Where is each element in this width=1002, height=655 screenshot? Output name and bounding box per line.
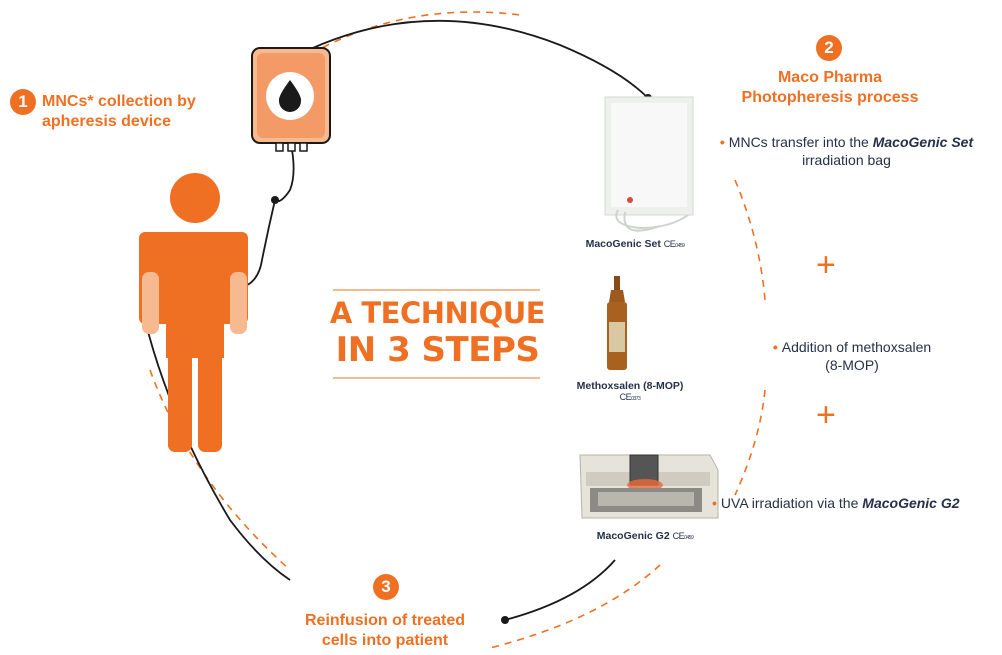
caption-methoxsalen: Methoxsalen (8-MOP) CE0373 — [560, 380, 700, 402]
tube-bag-to-set — [287, 19, 649, 99]
step-3-title: Reinfusion of treated cells into patient — [270, 611, 500, 651]
caption-methoxsalen-name: Methoxsalen (8-MOP) — [576, 380, 684, 392]
ce-mark: CE — [663, 239, 676, 249]
step-2-bullet-uva: •UVA irradiation via the MacoGenic G2 — [712, 495, 960, 511]
ce-mark: CE — [672, 531, 685, 541]
cycle-arc-bottom-right — [489, 564, 661, 649]
step-1-title-line2: apheresis device — [42, 113, 171, 130]
step-2-badge: 2 — [816, 35, 842, 61]
caption-g2-name: MacoGenic G2 — [596, 530, 670, 542]
plus-sign-1: + — [816, 246, 836, 284]
patient-figure-icon — [139, 173, 248, 452]
center-title-line1: A TECHNIQUE — [329, 296, 546, 330]
cycle-arc-right-1 — [734, 179, 766, 301]
tube-arm-to-reinfusion — [144, 319, 291, 581]
step-3-title-line1: Reinfusion of treated — [304, 612, 465, 629]
bullet-transfer-text-2: irradiation bag — [802, 152, 891, 168]
cycle-arc-right-2 — [734, 389, 766, 496]
ce-mark: CE — [619, 392, 632, 402]
step-3-title-line2: cells into patient — [321, 632, 449, 649]
tube-end-dot — [271, 196, 279, 204]
step-2-bullet-methoxsalen: •Addition of methoxsalen (8-MOP) — [752, 338, 952, 374]
step-2-title-line2: Photopheresis process — [741, 89, 919, 106]
step-2-title: Maco Pharma Photopheresis process — [700, 68, 960, 108]
plus-sign-2: + — [816, 396, 836, 434]
tube-end-dot — [501, 616, 509, 624]
ce-number: 0459 — [684, 535, 694, 541]
step-1-title-line1: MNCs* collection by — [42, 93, 196, 110]
bullet-methoxsalen-text-2: (8-MOP) — [825, 357, 879, 373]
step-1-title: MNCs* collection by apheresis device — [42, 92, 196, 132]
caption-set-name: MacoGenic Set — [585, 238, 661, 250]
step-2-title-line1: Maco Pharma — [777, 69, 883, 86]
center-title: A TECHNIQUE IN 3 STEPS — [325, 296, 550, 370]
ce-number: 0459 — [675, 243, 685, 249]
macogenic-g2-name: MacoGenic G2 — [862, 495, 960, 511]
step-1-badge: 1 — [10, 89, 36, 115]
ce-number: 0373 — [631, 396, 641, 402]
macogenic-set-name: MacoGenic Set — [872, 134, 974, 150]
blood-bag-icon — [251, 47, 331, 152]
caption-macogenic-set: MacoGenic Set CE0459 — [560, 238, 710, 250]
caption-macogenic-g2: MacoGenic G2 CE0459 — [570, 530, 720, 542]
step-3-badge: 3 — [373, 574, 399, 600]
step-2-bullet-transfer: •MNCs transfer into the MacoGenic Set ir… — [694, 133, 999, 169]
blood-drop-icon — [278, 80, 302, 112]
bullet-uva-text: UVA irradiation via the — [720, 495, 863, 511]
ampoule-image — [607, 276, 627, 370]
irradiation-bag-image — [604, 96, 694, 232]
bullet-methoxsalen-text: Addition of methoxsalen — [781, 339, 932, 355]
uva-device-image — [579, 454, 719, 519]
center-title-line2: IN 3 STEPS — [335, 330, 540, 370]
bullet-transfer-text: MNCs transfer into the — [728, 134, 873, 150]
cycle-arc-top — [299, 11, 521, 61]
tube-device-to-patient — [504, 559, 616, 621]
